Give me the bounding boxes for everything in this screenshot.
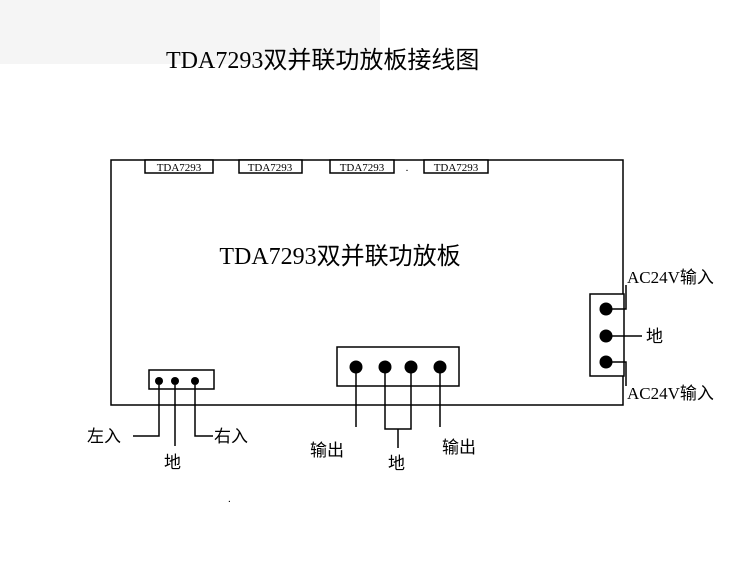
output-pin-4	[433, 360, 447, 374]
power-bottom-label: AC24V输入	[627, 384, 714, 403]
input-pin-left	[155, 377, 163, 385]
chip-label-2: TDA7293	[248, 162, 293, 174]
chip-box-2	[238, 159, 303, 174]
chip-box-1	[144, 159, 214, 174]
board-label: TDA7293双并联功放板	[219, 243, 460, 270]
input-connector-box	[148, 369, 215, 390]
chip-label-4: TDA7293	[434, 162, 479, 174]
chip-box-4	[423, 159, 489, 174]
power-connector: AC24V输入 地 AC24V输入	[589, 268, 714, 403]
power-top-label: AC24V输入	[627, 268, 714, 287]
input-ground-label: 地	[164, 453, 181, 472]
input-left-label: 左入	[87, 427, 121, 446]
scan-artifact	[0, 0, 380, 64]
output-right-label: 输出	[442, 438, 476, 457]
output-ground-wire	[384, 373, 412, 448]
power-bottom-wire	[612, 361, 627, 386]
power-top-wire	[612, 285, 627, 310]
power-pin-bottom	[599, 355, 613, 369]
input-right-label: 右入	[214, 427, 248, 446]
power-pin-top	[599, 302, 613, 316]
chip-label-3: TDA7293	[340, 162, 385, 174]
input-left-wire	[133, 385, 160, 437]
power-middle-label: 地	[646, 327, 663, 346]
output-pin-3	[404, 360, 418, 374]
power-pin-middle	[599, 329, 613, 343]
chip-label-1: TDA7293	[157, 162, 202, 174]
input-right-wire	[194, 385, 213, 437]
chip-separator: .	[406, 162, 409, 174]
footnote-dot: .	[228, 493, 231, 505]
input-pin-right	[191, 377, 199, 385]
output-connector: 输出 地 输出	[310, 346, 476, 473]
output-ground-label: 地	[388, 454, 405, 473]
input-connector: 左入 地 右入	[87, 369, 248, 472]
chip-row: TDA7293 TDA7293 TDA7293 . TDA7293	[144, 159, 489, 174]
chip-box-3	[329, 159, 395, 174]
diagram-title: TDA7293双并联功放板接线图	[166, 47, 479, 74]
output-left-label: 输出	[310, 441, 344, 460]
output-pin-1	[349, 360, 363, 374]
output-pin-2	[378, 360, 392, 374]
input-pin-ground	[171, 377, 179, 385]
